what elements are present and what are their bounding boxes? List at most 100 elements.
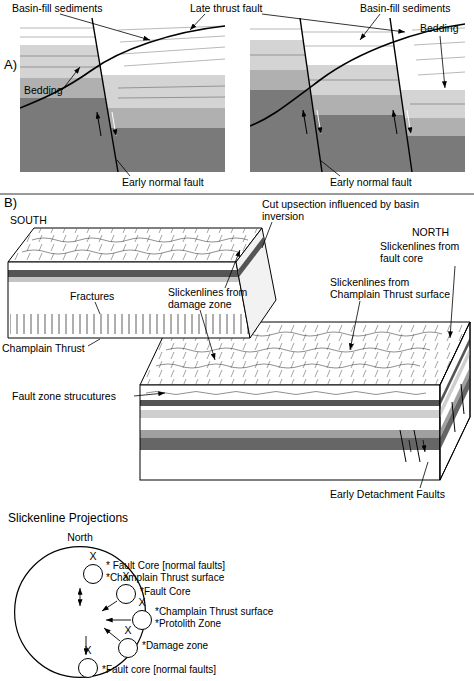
point-label: X [84, 550, 102, 562]
annotation-label: *Damage zone [142, 640, 208, 652]
block-diagram [238, 236, 265, 277]
cross-section [20, 28, 110, 37]
block-diagram [166, 348, 430, 352]
block-diagram [140, 430, 440, 438]
cross-section [20, 26, 225, 108]
cross-section [250, 18, 465, 172]
leader-line [190, 14, 205, 30]
leader-line [88, 339, 100, 346]
leader-line [262, 14, 405, 32]
block-diagram [22, 250, 238, 254]
cross-section [250, 18, 465, 172]
block-diagram [236, 228, 276, 338]
block-diagram [140, 400, 440, 406]
annotation-label: * Fault Core [normal faults] [106, 560, 225, 572]
stereonet-outline [15, 547, 146, 678]
cross-section [300, 32, 400, 46]
slip-arrow [106, 620, 131, 621]
leader-line [62, 67, 80, 90]
block-diagram [140, 322, 470, 480]
block-diagram [140, 385, 440, 480]
block-diagram [440, 322, 470, 480]
cross-section [118, 26, 225, 66]
leader-line [440, 36, 445, 88]
annotation-label: *Champlain Thrust surface [155, 606, 273, 618]
projection-point: X [83, 564, 103, 584]
block-diagram [146, 392, 426, 395]
cross-section [20, 18, 120, 172]
cross-section [250, 40, 330, 70]
block-diagram [156, 364, 420, 368]
stereonet-outline [14, 546, 146, 678]
annotation-label: B) [4, 196, 17, 211]
annotation-label: Slickenlines from fault core [380, 240, 472, 264]
annotation-label: Early normal fault [330, 176, 412, 188]
annotation-label: *Fault core [normal faults] [102, 664, 216, 676]
cross-section [20, 56, 110, 67]
leader-line [360, 14, 380, 40]
annotation-label: NORTH [412, 226, 449, 238]
cross-section [20, 98, 120, 172]
cross-section [250, 55, 310, 56]
annotation-label: A) [4, 58, 17, 73]
fault-motion-arrow [112, 112, 116, 136]
projection-point: X [118, 638, 138, 658]
cross-section [250, 29, 305, 30]
block-diagram [10, 313, 260, 336]
leader-line [350, 301, 360, 350]
cross-section [92, 18, 118, 172]
cross-section [250, 70, 330, 90]
annotation-label: Fault zone strucutures [12, 390, 116, 402]
leader-line [420, 462, 428, 488]
fault-motion-arrow [97, 112, 116, 136]
block-diagram [8, 228, 262, 262]
leader-line [95, 302, 100, 314]
cross-section [20, 18, 225, 172]
projection-point: X [78, 658, 98, 678]
annotation-label: Basin-fill sediments [12, 2, 102, 14]
point-label: X [133, 596, 151, 608]
block-diagram [440, 375, 470, 450]
leader-line [117, 160, 130, 176]
annotation-label: Slickenlines from damage zone [168, 286, 258, 310]
annotation-label: Slickenlines from Champlain Thrust surfa… [330, 276, 458, 300]
fault-motion-arrow [303, 110, 411, 134]
leader-line [320, 160, 340, 176]
annotation-label: *Fault Core [140, 586, 191, 598]
block-diagram [8, 270, 268, 336]
cross-section [412, 28, 465, 75]
stereonet-circle: NorthXXXXX [14, 546, 146, 678]
annotation-label: Basin-fill sediments [360, 2, 450, 14]
cross-section [118, 86, 225, 98]
leader-line [134, 393, 165, 396]
panel-divider [0, 194, 474, 195]
block-diagram [140, 438, 440, 450]
leader-line [450, 266, 455, 338]
cross-section [300, 80, 405, 81]
fault-motion-arrow [393, 110, 397, 134]
projection-point: X [132, 610, 152, 630]
leader-line [262, 222, 272, 248]
fault-motion-arrow [317, 110, 321, 134]
annotation-label: Bedding [24, 84, 63, 96]
block-diagram [8, 228, 276, 338]
annotation-label: Champlain Thrust [2, 342, 85, 354]
leader-line [60, 14, 150, 40]
fault-motion-arrow [303, 110, 307, 134]
slip-arrow [102, 601, 117, 611]
block-diagram [32, 238, 248, 242]
block-diagram [8, 270, 268, 277]
annotation-label: Cut upsection influenced by basin invers… [262, 198, 422, 222]
block-diagram [140, 385, 440, 480]
point-label: X [119, 624, 137, 636]
cross-section [410, 104, 465, 105]
leader-line [60, 14, 445, 176]
annotation-label: Slickenline Projections [8, 512, 128, 526]
leader-line [225, 250, 240, 288]
annotation-label: Bedding [420, 22, 459, 34]
annotation-label: Early Detachment Faults [330, 488, 445, 500]
cross-section [250, 24, 465, 126]
block-diagram [400, 384, 464, 462]
block-diagram [8, 228, 262, 262]
